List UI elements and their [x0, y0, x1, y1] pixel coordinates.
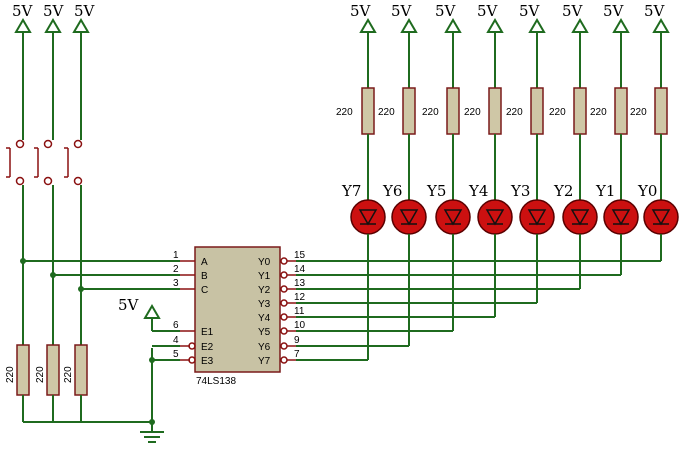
pin-number: 13: [294, 278, 306, 289]
pin-name: E2: [201, 342, 214, 353]
resistor-value: 220: [336, 107, 353, 118]
resistor: [361, 87, 375, 135]
resistor: [488, 87, 502, 135]
led-column: 5V 220 Y5: [422, 2, 471, 331]
input-power-rails: 5V 5V 5V: [12, 2, 96, 140]
pin-number: 15: [294, 250, 306, 261]
power-label: 5V: [391, 2, 413, 20]
power-label: 5V: [477, 2, 499, 20]
push-button-group: [6, 139, 83, 186]
push-button: [34, 139, 53, 186]
pin-name: E3: [201, 356, 214, 367]
pin-name: Y2: [258, 285, 271, 296]
led-column: 5V 220 Y6: [378, 2, 427, 346]
resistor-value: 220: [5, 366, 16, 383]
pin-name: B: [201, 271, 208, 282]
resistor-value: 220: [590, 107, 607, 118]
power-label: 5V: [118, 296, 140, 314]
pin-name: C: [201, 285, 208, 296]
power-label: 5V: [43, 2, 65, 20]
pin-number: 7: [294, 349, 300, 360]
pin-number: 3: [173, 278, 179, 289]
led-label: Y1: [595, 182, 615, 200]
pulldown-resistor-group: 220 220 220: [5, 344, 88, 396]
pin-number: 6: [173, 320, 179, 331]
led-label: Y5: [426, 182, 446, 200]
pin-number: 1: [173, 250, 179, 261]
pin-name: A: [201, 257, 208, 268]
resistor-value: 220: [378, 107, 395, 118]
power-label: 5V: [519, 2, 541, 20]
power-label: 5V: [644, 2, 666, 20]
pin-number: 2: [173, 264, 179, 275]
led-label: Y3: [510, 182, 530, 200]
pin-name: Y3: [258, 299, 271, 310]
led-label: Y2: [553, 182, 573, 200]
led: [643, 199, 679, 235]
pin-number: 10: [294, 320, 306, 331]
pin-number: 5: [173, 349, 179, 360]
power-label: 5V: [12, 2, 34, 20]
resistor-value: 220: [63, 366, 74, 383]
power-label: 5V: [603, 2, 625, 20]
pin-name: Y6: [258, 342, 271, 353]
resistor: [446, 87, 460, 135]
pin-name: Y1: [258, 271, 271, 282]
push-button: [64, 139, 83, 186]
led-column: 5V 220 Y1: [590, 2, 639, 275]
led-column: 5V 220 Y7: [336, 2, 386, 360]
resistor-value: 220: [464, 107, 481, 118]
resistor: [614, 87, 628, 135]
power-label: 5V: [435, 2, 457, 20]
power-label: 5V: [350, 2, 372, 20]
led-column: 5V 220 Y3: [506, 2, 555, 303]
led-label: Y7: [341, 182, 361, 200]
resistor: [402, 87, 416, 135]
led-column: 5V 220 Y0: [630, 2, 679, 261]
led-label: Y0: [637, 182, 657, 200]
resistor-value: 220: [422, 107, 439, 118]
push-button: [6, 139, 25, 186]
ic-part-number: 74LS138: [196, 376, 236, 387]
resistor: [654, 87, 668, 135]
led: [435, 199, 471, 235]
enable-power: 5V: [118, 296, 180, 332]
pin-name: Y5: [258, 327, 271, 338]
resistor: [530, 87, 544, 135]
led-column: 5V 220 Y2: [549, 2, 598, 289]
led-column: 5V 220 Y4: [464, 2, 513, 317]
power-label: 5V: [562, 2, 584, 20]
led: [477, 199, 513, 235]
pin-name: Y0: [258, 257, 271, 268]
pin-name: E1: [201, 327, 214, 338]
resistor-value: 220: [35, 366, 46, 383]
ic-body: [194, 246, 281, 373]
resistor-value: 220: [506, 107, 523, 118]
power-label: 5V: [74, 2, 96, 20]
resistor: [16, 344, 30, 396]
led: [603, 199, 639, 235]
led-label: Y6: [382, 182, 402, 200]
resistor-value: 220: [549, 107, 566, 118]
pin-number: 11: [294, 306, 305, 317]
pin-number: 12: [294, 292, 306, 303]
pin-number: 4: [173, 335, 179, 346]
ground-symbol: [140, 348, 164, 443]
led: [519, 199, 555, 235]
resistor: [573, 87, 587, 135]
decoder-ic: 1 2 3 6 4 5 A B C E1 E2 E3 Y0 Y1 Y2 Y3 Y…: [173, 246, 306, 387]
led: [350, 199, 386, 235]
pin-name: Y4: [258, 313, 271, 324]
pin-number: 14: [294, 264, 306, 275]
led: [562, 199, 598, 235]
resistor-value: 220: [630, 107, 647, 118]
resistor: [46, 344, 60, 396]
led: [391, 199, 427, 235]
resistor: [74, 344, 88, 396]
pin-number: 9: [294, 335, 300, 346]
led-label: Y4: [468, 182, 488, 200]
pin-name: Y7: [258, 356, 271, 367]
